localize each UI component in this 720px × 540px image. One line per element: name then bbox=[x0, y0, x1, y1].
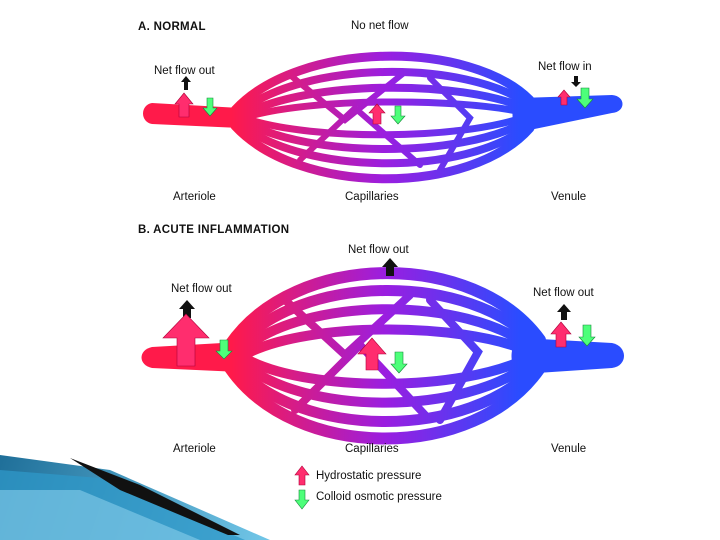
panel-a-capillaries-label: Capillaries bbox=[345, 191, 399, 203]
colloid-arrow-a-mid bbox=[390, 105, 406, 125]
hydrostatic-arrow-a-mid bbox=[368, 103, 386, 125]
panel-b-left-label: Net flow out bbox=[171, 283, 232, 295]
net-flow-out-arrow-b-top bbox=[382, 258, 398, 276]
panel-a-venule-label: Venule bbox=[551, 191, 587, 203]
panel-b-right-label: Net flow out bbox=[533, 287, 594, 299]
legend-colloid-icon bbox=[294, 489, 310, 510]
panel-b-arteriole-label: Arteriole bbox=[173, 443, 216, 455]
panel-b-capillaries-label: Capillaries bbox=[345, 443, 399, 455]
legend-arrows bbox=[294, 465, 310, 510]
panel-b-top-label: Net flow out bbox=[348, 244, 409, 256]
net-flow-in-arrow-a bbox=[571, 76, 581, 87]
legend-hydrostatic-icon bbox=[294, 465, 310, 486]
colloid-arrow-b-mid bbox=[390, 351, 408, 374]
net-flow-out-arrow-b-left bbox=[179, 300, 195, 318]
panel-a-vessels bbox=[143, 51, 623, 184]
panel-a-arteriole-label: Arteriole bbox=[173, 191, 216, 203]
panel-a-arrows bbox=[174, 76, 594, 125]
panel-a-left-label: Net flow out bbox=[154, 65, 215, 77]
colloid-arrow-a-right bbox=[576, 87, 594, 109]
hydrostatic-arrow-a-right bbox=[557, 89, 571, 106]
panel-b-title: B. ACUTE INFLAMMATION bbox=[138, 224, 290, 236]
colloid-arrow-b-left bbox=[215, 339, 233, 360]
hydrostatic-arrow-a-left bbox=[174, 92, 194, 118]
panel-b-vessels bbox=[141, 267, 624, 445]
hydrostatic-arrow-b-right bbox=[550, 321, 572, 348]
net-flow-out-arrow-b-right bbox=[557, 304, 571, 320]
panel-b-arrows bbox=[162, 258, 596, 374]
hydrostatic-arrow-b-left bbox=[162, 313, 210, 367]
net-flow-out-arrow-a bbox=[181, 76, 191, 90]
colloid-arrow-b-right bbox=[578, 324, 596, 347]
legend-hydrostatic-label: Hydrostatic pressure bbox=[316, 470, 422, 482]
corner-decoration bbox=[0, 455, 270, 540]
panel-a-title: A. NORMAL bbox=[138, 21, 206, 33]
panel-b-venule-label: Venule bbox=[551, 443, 587, 455]
panel-a-top-label: No net flow bbox=[351, 20, 409, 32]
panel-a-right-label: Net flow in bbox=[538, 61, 592, 73]
hydrostatic-arrow-b-mid bbox=[357, 337, 387, 371]
colloid-arrow-a-left bbox=[202, 97, 218, 117]
legend-colloid-label: Colloid osmotic pressure bbox=[316, 491, 442, 503]
